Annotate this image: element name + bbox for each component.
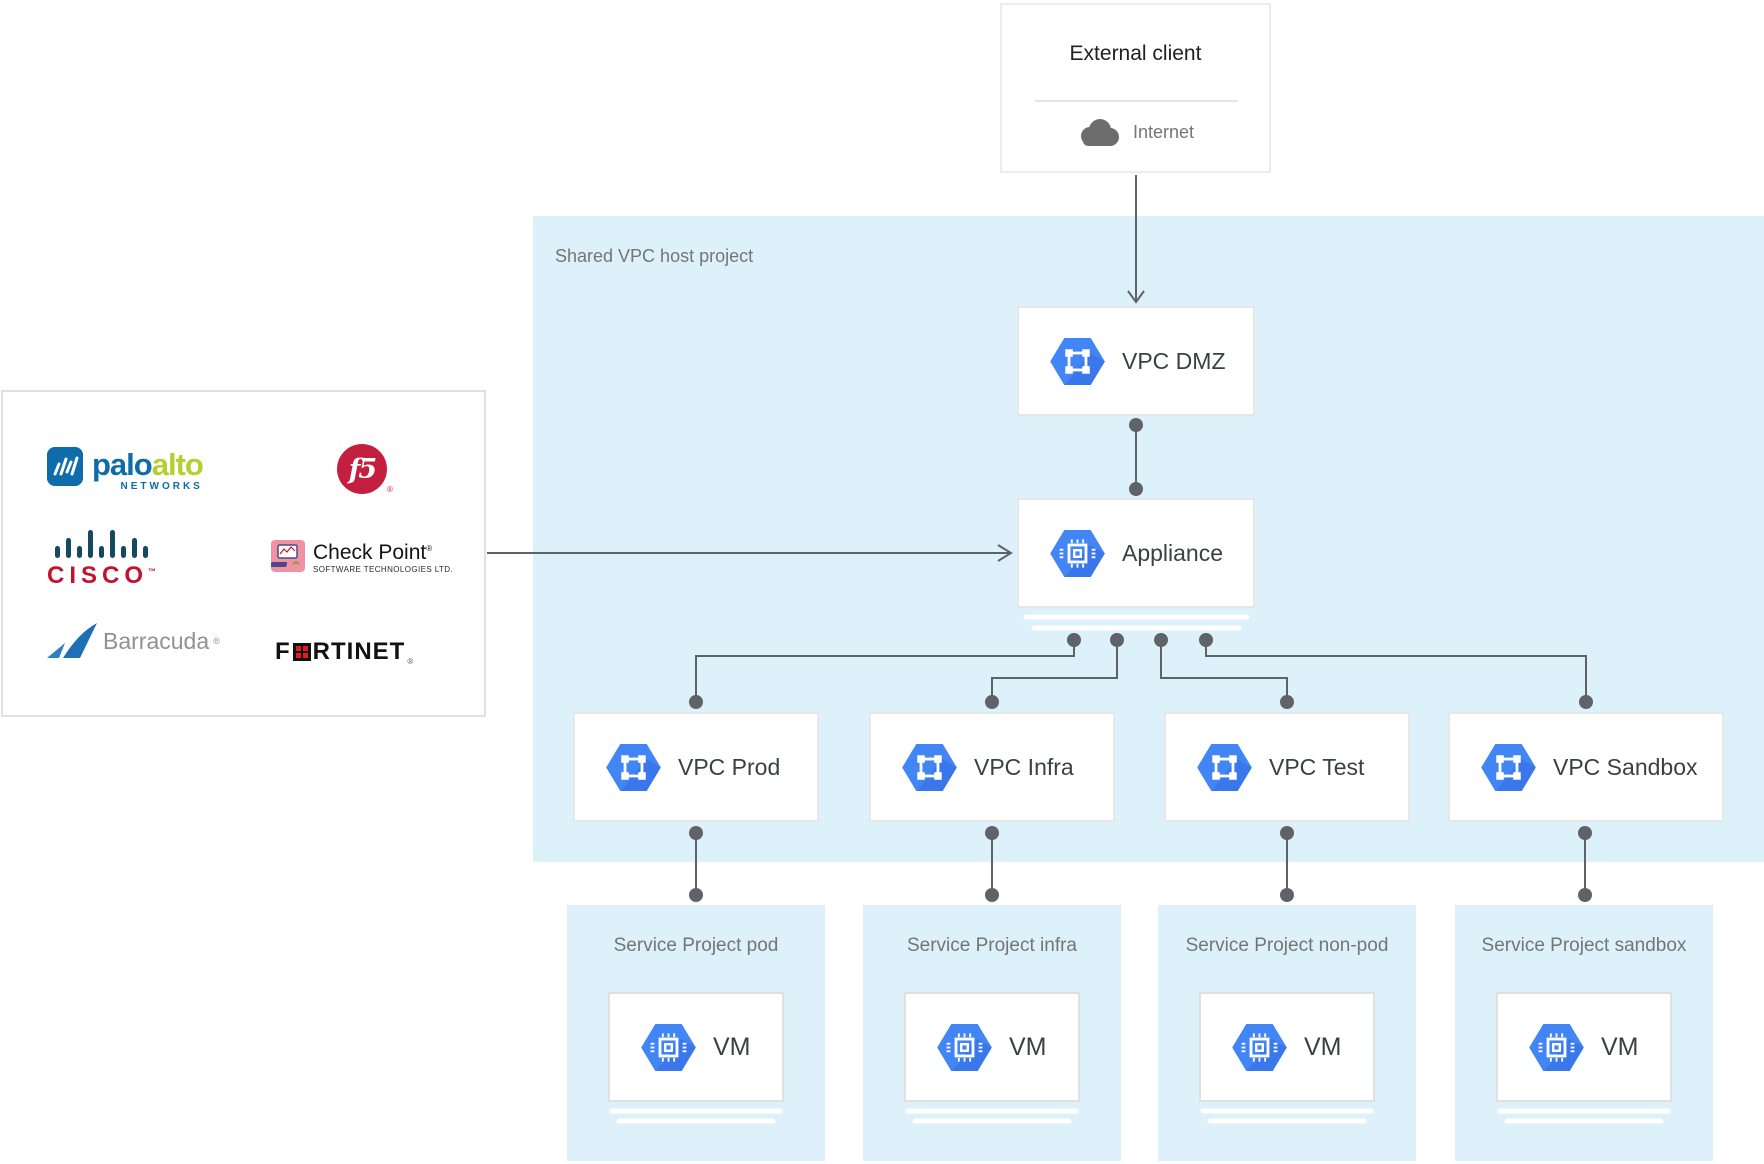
service-project-sandbox-card: Service Project sandbox VM — [1455, 905, 1713, 1161]
vpc-network-icon — [1049, 337, 1106, 386]
service-project-non-pod-label: Service Project non-pod — [1185, 935, 1389, 956]
barracuda-registered-mark: ® — [213, 636, 220, 646]
appliance-vendors-panel: paloalto NETWORKS f5 ® CISCO™ — [1, 390, 486, 717]
external-client-card: External client Internet — [1000, 3, 1271, 173]
host-project-label: Shared VPC host project — [555, 246, 754, 266]
vpc-network-icon — [1196, 743, 1253, 792]
vm-label: VM — [1601, 1032, 1639, 1061]
f5-circle-icon: f5 — [337, 444, 387, 494]
internet-cloud-icon — [1080, 119, 1119, 146]
barracuda-label: Barracuda — [103, 627, 210, 654]
service-project-pod-label: Service Project pod — [613, 935, 779, 956]
vm-label: VM — [1304, 1032, 1342, 1061]
compute-appliance-icon — [1049, 529, 1106, 578]
vpc-test-label: VPC Test — [1269, 753, 1365, 780]
paloalto-networks-subtitle: NETWORKS — [120, 481, 203, 492]
service-project-non-pod-card: Service Project non-pod VM — [1158, 905, 1416, 1161]
vm-card: VM — [608, 992, 784, 1102]
vpc-prod-card: VPC Prod — [573, 712, 819, 822]
paloalto-word-alto: alto — [151, 447, 204, 482]
fortinet-letters-rtinet: RTINET — [312, 638, 406, 665]
compute-vm-icon — [640, 1023, 697, 1072]
vm-card: VM — [1496, 992, 1672, 1102]
vpc-network-icon — [605, 743, 662, 792]
vm-card: VM — [904, 992, 1080, 1102]
cisco-bridge-icon — [55, 528, 148, 558]
vpc-prod-label: VPC Prod — [678, 753, 781, 780]
divider — [1035, 100, 1238, 102]
fortinet-letter-f: F — [275, 638, 291, 665]
vpc-dmz-label: VPC DMZ — [1122, 347, 1226, 374]
vpc-sandbox-card: VPC Sandbox — [1448, 712, 1724, 822]
vpc-network-icon — [1480, 743, 1537, 792]
vm-label: VM — [1009, 1032, 1047, 1061]
checkpoint-registered-mark: ® — [426, 544, 433, 553]
checkpoint-subtitle: SOFTWARE TECHNOLOGIES LTD. — [313, 565, 454, 574]
service-project-pod-card: Service Project pod VM — [567, 905, 825, 1161]
vm-label: VM — [713, 1032, 751, 1061]
checkpoint-logo: Check Point® SOFTWARE TECHNOLOGIES LTD. — [271, 540, 453, 574]
barracuda-fin-icon — [47, 623, 97, 658]
vpc-network-icon — [901, 743, 958, 792]
vpc-infra-label: VPC Infra — [974, 753, 1074, 780]
appliance-card: Appliance — [1017, 498, 1255, 608]
cisco-trademark: ™ — [148, 567, 157, 576]
barracuda-logo: Barracuda ® — [43, 622, 220, 660]
fortinet-registered-mark: ® — [407, 657, 414, 666]
paloalto-word-palo: palo — [92, 447, 153, 482]
compute-vm-icon — [1231, 1023, 1288, 1072]
vpc-infra-card: VPC Infra — [869, 712, 1115, 822]
fortinet-logo: F RTINET ® — [275, 638, 413, 666]
vpc-sandbox-label: VPC Sandbox — [1553, 753, 1698, 780]
paloalto-networks-logo: paloalto NETWORKS — [47, 447, 204, 492]
external-client-title: External client — [1069, 42, 1202, 65]
service-project-infra-label: Service Project infra — [906, 935, 1077, 956]
checkpoint-icon — [271, 540, 305, 572]
vm-card: VM — [1199, 992, 1375, 1102]
service-project-infra-card: Service Project infra VM — [863, 905, 1121, 1161]
service-project-sandbox-label: Service Project sandbox — [1481, 935, 1687, 956]
cisco-logo: CISCO™ — [47, 528, 156, 590]
f5-label: f5 — [348, 453, 377, 485]
vpc-test-card: VPC Test — [1164, 712, 1410, 822]
compute-vm-icon — [1528, 1023, 1585, 1072]
f5-registered-mark: ® — [387, 485, 393, 494]
cisco-label: CISCO — [47, 562, 149, 589]
compute-vm-icon — [936, 1023, 993, 1072]
paloalto-icon — [47, 447, 83, 486]
appliance-label: Appliance — [1122, 539, 1224, 566]
fortinet-grid-o-icon — [292, 643, 311, 661]
checkpoint-title: Check Point — [313, 541, 427, 564]
vpc-dmz-card: VPC DMZ — [1017, 306, 1255, 416]
f5-logo: f5 ® — [337, 444, 393, 494]
internet-label: Internet — [1132, 121, 1195, 142]
